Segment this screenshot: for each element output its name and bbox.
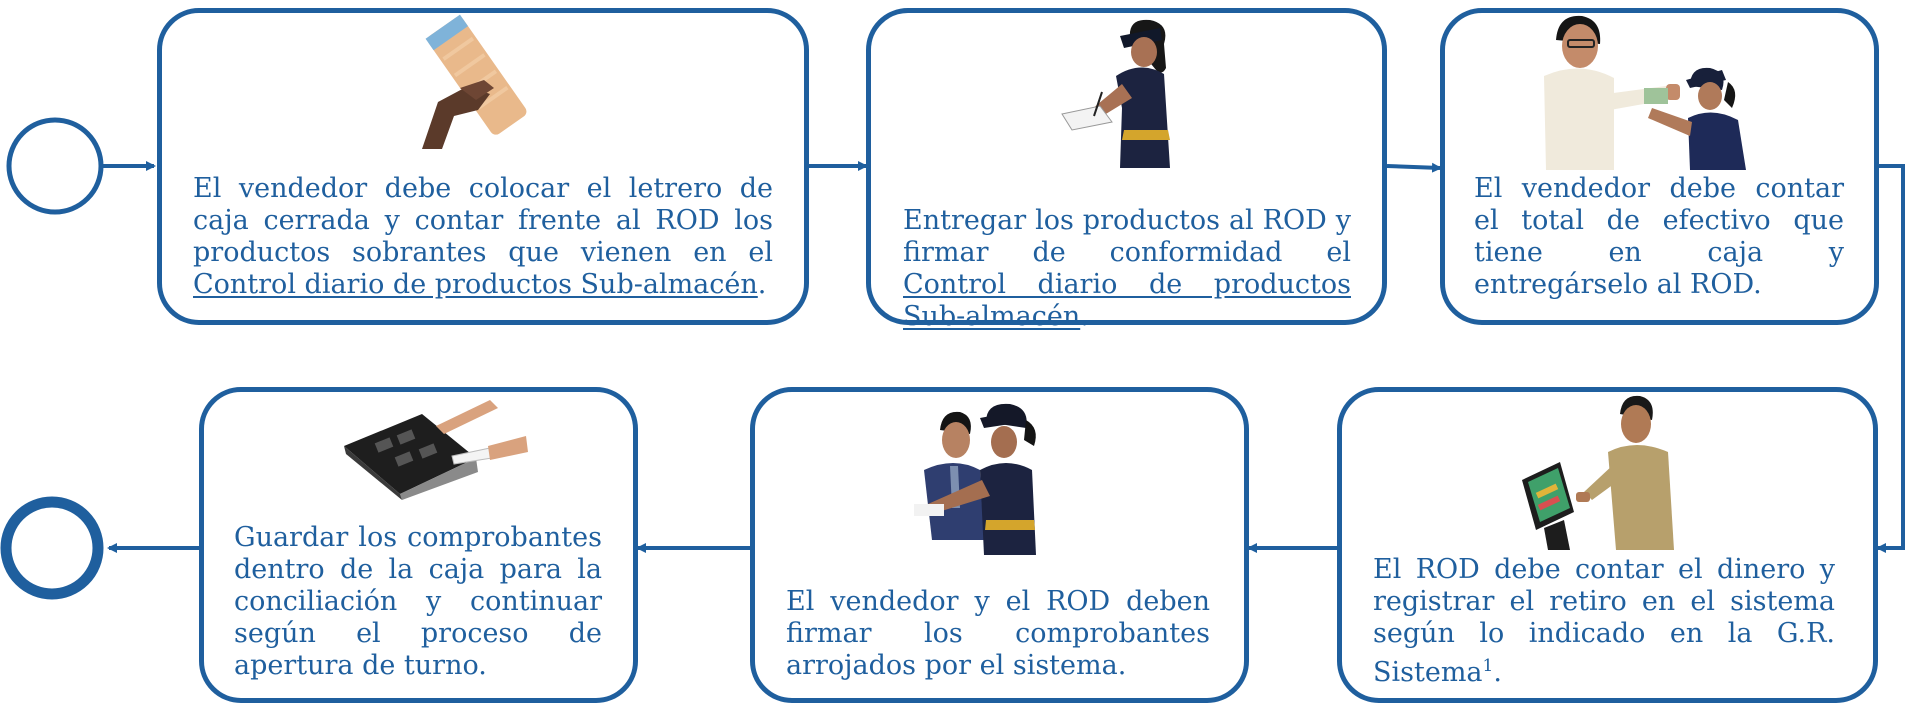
control-diario-link-2[interactable]: Control diario de productos Sub-almacén — [903, 269, 1351, 332]
step-1-text: El vendedor debe colocar el letrero de c… — [193, 173, 773, 300]
employee-and-manager-signing-photo — [914, 403, 1036, 555]
step-2-text: Entregar los productos al ROD y firmar d… — [903, 205, 1351, 332]
step-5-text: El vendedor y el ROD deben firmar los co… — [786, 586, 1210, 681]
manager-at-pos-terminal-photo — [1522, 395, 1674, 550]
start-event-circle — [6, 117, 104, 215]
footnote-marker: 1 — [1482, 656, 1494, 676]
arrow-step3-to-step4 — [1876, 164, 1905, 553]
control-diario-link[interactable]: Control diario de productos Sub-almacén — [193, 269, 758, 300]
employee-signing-document-photo — [1061, 19, 1170, 168]
step-4-box — [1337, 387, 1878, 703]
stack-of-paper-cups-photo — [422, 14, 527, 149]
step-6-text: Guardar los comprobantes dentro de la ca… — [234, 522, 602, 681]
step-3-text: El vendedor debe contar el total de efec… — [1474, 173, 1844, 300]
arrow-step2-to-step3 — [1386, 162, 1442, 173]
end-event-circle — [0, 496, 104, 600]
step-4-text: El ROD debe contar el dinero y registrar… — [1373, 554, 1835, 688]
cash-drawer-photo — [344, 400, 528, 500]
employee-handing-cash-to-manager-photo — [1544, 15, 1746, 170]
step-3-box — [1440, 8, 1879, 325]
